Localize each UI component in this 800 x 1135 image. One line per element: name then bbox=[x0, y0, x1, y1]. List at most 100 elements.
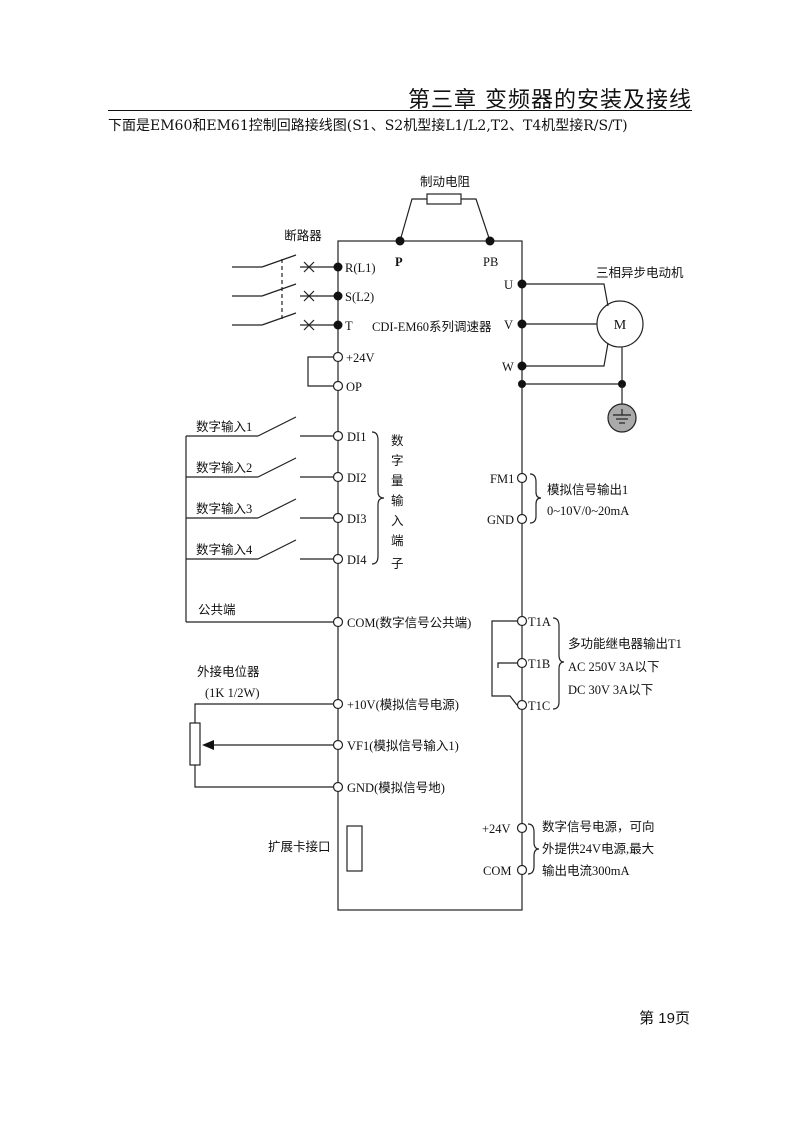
terminal-t1a bbox=[516, 615, 528, 627]
di-group-brace bbox=[371, 431, 385, 565]
svg-text:端: 端 bbox=[391, 534, 404, 548]
terminal-com-right-label: COM bbox=[483, 864, 511, 878]
terminal-di2 bbox=[332, 471, 344, 483]
input-2-label: 数字输入2 bbox=[196, 460, 252, 475]
terminal-di3 bbox=[332, 512, 344, 524]
terminal-t1b-label: T1B bbox=[528, 657, 550, 671]
terminal-di1-label: DI1 bbox=[347, 430, 366, 444]
terminal-com-right bbox=[516, 864, 528, 876]
pot-spec: (1K 1/2W) bbox=[205, 686, 260, 700]
svg-text:输: 输 bbox=[391, 493, 404, 508]
terminal-plus10 bbox=[332, 698, 344, 710]
analog-out-range: 0~10V/0~20mA bbox=[547, 504, 629, 518]
common-label: 公共端 bbox=[198, 603, 236, 617]
terminal-vf1-label: VF1(模拟信号输入1) bbox=[347, 738, 459, 753]
analog-out-label: 模拟信号输出1 bbox=[547, 482, 628, 497]
relay-out-dc: DC 30V 3A以下 bbox=[568, 683, 653, 697]
terminal-u bbox=[517, 279, 527, 289]
resistor-wire-left bbox=[399, 198, 427, 242]
input-3-label: 数字输入3 bbox=[196, 501, 252, 516]
relay-contact-wire bbox=[491, 620, 518, 706]
terminal-u-label: U bbox=[504, 278, 513, 292]
terminal-gnd bbox=[516, 513, 528, 525]
wire-u bbox=[522, 283, 609, 307]
terminal-com-label: COM(数字信号公共端) bbox=[347, 615, 471, 630]
expansion-slot bbox=[346, 825, 363, 872]
potentiometer bbox=[189, 722, 201, 766]
input-4-label: 数字输入4 bbox=[196, 542, 253, 557]
svg-text:数: 数 bbox=[391, 433, 404, 448]
breaker-label: 断路器 bbox=[284, 228, 322, 243]
motor-label: 三相异步电动机 bbox=[596, 266, 684, 280]
page-number: 第 19页 bbox=[639, 1010, 690, 1027]
terminal-di4-label: DI4 bbox=[347, 553, 367, 567]
terminal-w bbox=[517, 361, 527, 371]
terminal-plus24-right bbox=[516, 822, 528, 834]
terminal-plus24 bbox=[332, 351, 344, 363]
dc-supply-line-2: 外提供24V电源,最大 bbox=[542, 841, 654, 856]
terminal-fm1-label: FM1 bbox=[490, 472, 514, 486]
dc-supply-line-1: 数字信号电源，可向 bbox=[542, 819, 655, 834]
ground-icon bbox=[607, 403, 637, 433]
header-rule bbox=[108, 110, 692, 111]
relay-brace bbox=[552, 617, 565, 710]
terminal-w-label: W bbox=[502, 360, 514, 374]
terminal-t1c bbox=[516, 699, 528, 711]
brake-resistor bbox=[426, 193, 462, 205]
motor-symbol: M bbox=[614, 318, 627, 333]
terminal-v-label: V bbox=[504, 318, 513, 332]
terminal-p bbox=[395, 236, 405, 246]
pot-label: 外接电位器 bbox=[197, 664, 260, 679]
controller-frame bbox=[337, 240, 523, 911]
terminal-v bbox=[517, 319, 527, 329]
terminal-t bbox=[333, 320, 343, 330]
relay-out-ac: AC 250V 3A以下 bbox=[568, 660, 659, 674]
terminal-plus24-label: +24V bbox=[346, 351, 375, 365]
svg-text:入: 入 bbox=[391, 514, 404, 528]
terminal-vf1 bbox=[332, 739, 344, 751]
terminal-plus24-right-label: +24V bbox=[482, 822, 511, 836]
terminal-com bbox=[332, 616, 344, 628]
terminal-t1c-label: T1C bbox=[528, 699, 550, 713]
chapter-title: 第三章 变频器的安装及接线 bbox=[408, 88, 692, 113]
terminal-di4 bbox=[332, 553, 344, 565]
resistor-wire-right bbox=[461, 198, 491, 242]
terminal-fm1 bbox=[516, 472, 528, 484]
terminal-op-label: OP bbox=[346, 380, 362, 394]
wiper-arrow-icon bbox=[202, 740, 214, 750]
page-subtitle: 下面是EM60和EM61控制回路接线图(S1、S2机型接L1/L2,T2、T4机… bbox=[108, 118, 628, 134]
di-group-label: 数 字 量 输 入 端 子 bbox=[391, 433, 404, 571]
terminal-di2-label: DI2 bbox=[347, 471, 366, 485]
svg-text:字: 字 bbox=[391, 453, 404, 468]
terminal-r bbox=[333, 262, 343, 272]
terminal-p-label: P bbox=[395, 255, 403, 269]
brake-resistor-label: 制动电阻 bbox=[420, 175, 471, 189]
digital-input-switches bbox=[186, 416, 333, 560]
dc-supply-line-3: 输出电流300mA bbox=[542, 863, 630, 878]
svg-text:量: 量 bbox=[391, 474, 404, 488]
terminal-t-label: T bbox=[345, 319, 353, 333]
expansion-label: 扩展卡接口 bbox=[268, 839, 331, 854]
terminal-gnd-label: GND bbox=[487, 513, 514, 527]
terminal-pb bbox=[485, 236, 495, 246]
analog-out-brace bbox=[529, 473, 542, 524]
device-name: CDI-EM60系列调速器 bbox=[372, 320, 492, 334]
wire-w bbox=[522, 342, 609, 367]
terminal-op bbox=[332, 380, 344, 392]
terminal-s-label: S(L2) bbox=[345, 290, 374, 304]
breaker-x-marks bbox=[303, 261, 315, 331]
terminal-gnd-analog-label: GND(模拟信号地) bbox=[347, 781, 445, 795]
relay-out-label: 多功能继电器输出T1 bbox=[568, 636, 682, 651]
terminal-s bbox=[333, 291, 343, 301]
terminal-plus10-label: +10V(模拟信号电源) bbox=[347, 698, 459, 712]
terminal-pb-label: PB bbox=[483, 255, 498, 269]
input-1-label: 数字输入1 bbox=[196, 419, 252, 434]
terminal-di3-label: DI3 bbox=[347, 512, 366, 526]
terminal-t1a-label: T1A bbox=[528, 615, 551, 629]
jumper-24v-op bbox=[307, 356, 333, 387]
dc-supply-brace bbox=[527, 823, 540, 875]
terminal-di1 bbox=[332, 430, 344, 442]
terminal-r-label: R(L1) bbox=[345, 261, 376, 275]
